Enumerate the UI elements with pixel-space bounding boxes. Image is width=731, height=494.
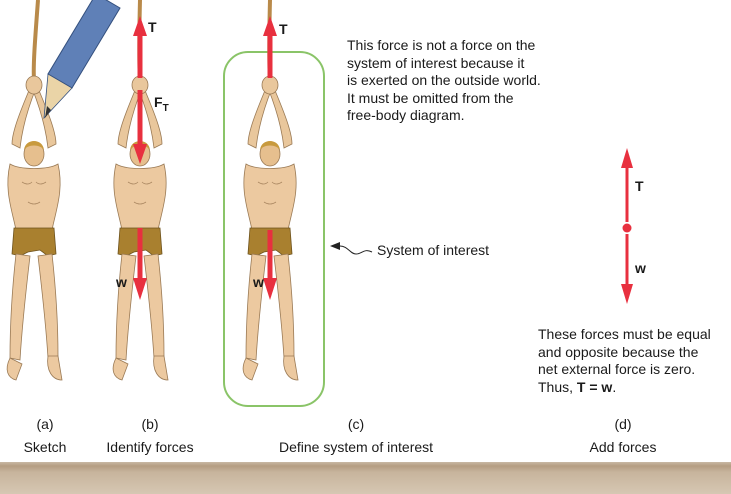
conclusion-prefix: Thus, — [538, 378, 577, 395]
note-equal-forces-line: net external force is zero. — [538, 361, 696, 377]
note-conclusion: Thus, T = w. — [538, 379, 711, 397]
force-arrow-icon — [133, 16, 147, 300]
note-equal-forces-line: These forces must be equal — [538, 326, 711, 342]
conclusion-equation: T = w — [576, 378, 613, 395]
label-weight-c: w — [253, 274, 264, 290]
note-system-of-interest: System of interest — [377, 242, 490, 258]
label-force-on-rope: FT — [154, 94, 169, 114]
system-of-interest-box — [223, 51, 325, 407]
label-weight-d: w — [635, 260, 646, 276]
panel-caption-b: Identify forces — [106, 439, 194, 455]
force-arrow-icon — [621, 148, 633, 304]
note-equal-forces-line: and opposite because the — [538, 343, 699, 360]
label-weight-b: w — [116, 274, 127, 290]
floor-strip — [0, 462, 731, 494]
panel-letter-b: (b) — [141, 416, 159, 432]
force-arrow-icon — [263, 16, 277, 300]
note-outside-force-line: is exerted on the outside world. — [347, 72, 541, 88]
panel-caption-c: Define system of interest — [278, 439, 434, 455]
note-outside-force: This force is not a force on the system … — [347, 37, 541, 125]
note-outside-force-line: It must be omitted from the — [347, 89, 514, 106]
panel-caption-d: Add forces — [589, 439, 657, 455]
label-force-on-rope-main: F — [154, 94, 163, 110]
panel-caption-a: Sketch — [23, 439, 67, 455]
note-equal-forces: These forces must be equal and opposite … — [538, 326, 711, 396]
label-tension-b: T — [148, 19, 157, 35]
squiggle-pointer-icon — [339, 245, 373, 255]
label-force-on-rope-sub: T — [162, 102, 169, 114]
man-figure-icon — [6, 75, 63, 381]
note-outside-force-line: This force is not a force on the — [347, 37, 536, 53]
man-figure-icon — [242, 75, 299, 381]
conclusion-suffix: . — [612, 378, 617, 395]
rope-icon — [31, 0, 40, 81]
label-tension-c: T — [279, 21, 288, 37]
note-outside-force-line: system of interest because it — [347, 54, 525, 71]
pencil-icon — [43, 0, 121, 120]
pointer-arrowhead-icon — [330, 242, 340, 250]
panel-letter-c: (c) — [347, 416, 365, 432]
note-outside-force-line: free-body diagram. — [347, 107, 465, 123]
panel-letter-a: (a) — [36, 416, 54, 432]
point-mass-icon — [622, 223, 632, 233]
label-tension-d: T — [635, 178, 644, 194]
panel-letter-d: (d) — [614, 416, 632, 432]
